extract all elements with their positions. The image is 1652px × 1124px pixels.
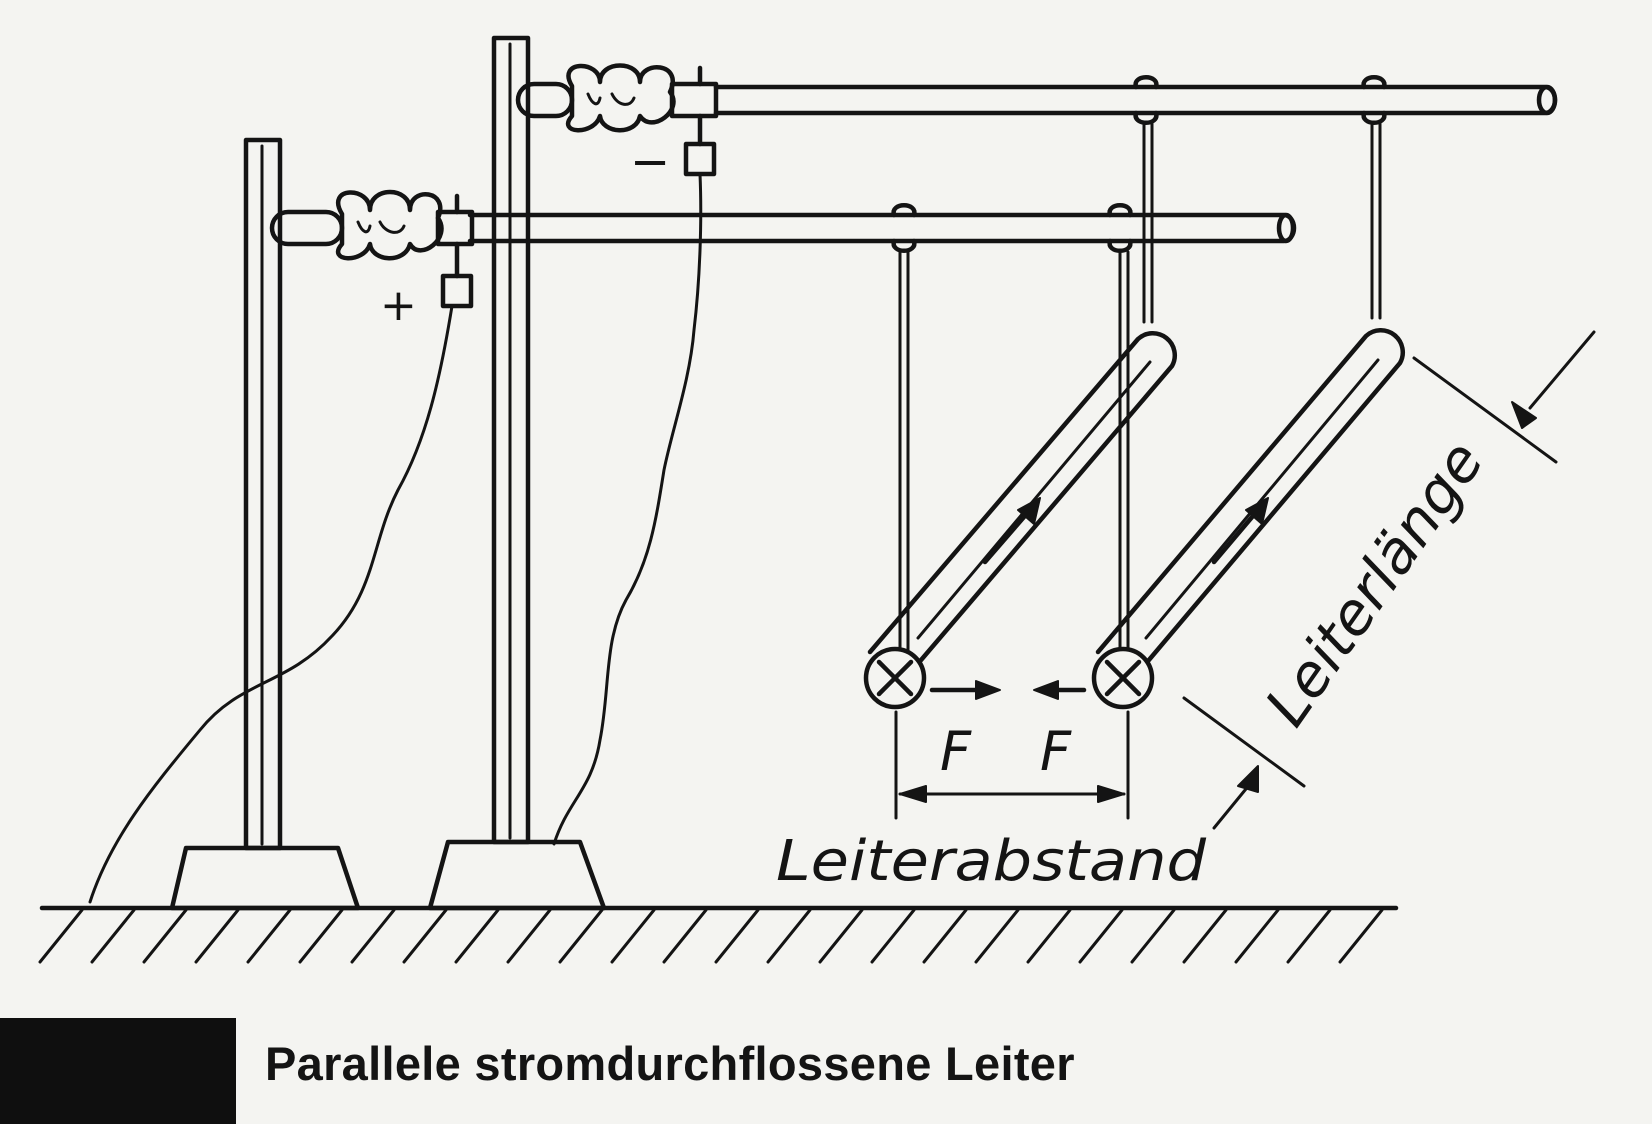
back-rod-body: [713, 84, 1558, 116]
force-arrowhead-right: [975, 680, 1001, 700]
front-rod-loop-1: [891, 203, 917, 253]
plus-supply-wire: [88, 304, 454, 904]
back-rod-end: [1536, 84, 1558, 116]
ground-hatch-line: [1130, 908, 1176, 964]
front-rod: [269, 189, 1297, 309]
labels: + − F F Leiterabstand Leiterlänge: [380, 134, 1497, 894]
ground-hatch-line: [714, 908, 760, 964]
plus-label: +: [380, 280, 417, 331]
plus-terminal-icon: [440, 273, 474, 309]
ground-hatch-line: [1286, 908, 1332, 964]
back-rod-loop-2: [1361, 75, 1387, 125]
ground-hatch-line: [818, 908, 864, 964]
ground-hatch-line: [662, 908, 708, 964]
ground-hatch-line: [610, 908, 656, 964]
ground-hatch-line: [974, 908, 1020, 964]
ground-hatch-line: [1182, 908, 1228, 964]
conductor-right-arrowhead: [1245, 497, 1269, 525]
left-stand: [169, 137, 361, 911]
conductor-left-inner-line: [916, 360, 1152, 640]
ground-hatch-line: [1078, 908, 1124, 964]
figure-caption: Parallele stromdurchflossene Leiter: [265, 1037, 1075, 1090]
ground-hatch-line: [90, 908, 136, 964]
back-rod-loop-1: [1133, 75, 1159, 125]
length-leader-bottom: [1212, 782, 1252, 830]
right-insulator-detail: [586, 92, 636, 106]
ground-hatch-line: [350, 908, 396, 964]
ground: [38, 905, 1399, 964]
length-extension-bottom: [1182, 696, 1306, 788]
ground-hatch-line: [1234, 908, 1280, 964]
force-arrowhead-left: [1033, 680, 1059, 700]
left-stand-pole: [243, 137, 283, 851]
front-rod-end: [1276, 212, 1296, 244]
suspension-wires: [898, 122, 1382, 674]
conductor-length-label: Leiterlänge: [1252, 429, 1497, 738]
conductor-distance-label: Leiterabstand: [776, 829, 1206, 894]
ground-hatch-line: [454, 908, 500, 964]
distance-dimension: [894, 710, 1130, 820]
ground-hatch-line: [38, 908, 84, 964]
conductor-left: [863, 331, 1178, 710]
right-stand: [427, 35, 607, 911]
conductor-right-body: [1095, 328, 1406, 683]
length-extension-top: [1412, 356, 1558, 464]
conductor-left-current-arrow-icon: [982, 507, 1033, 565]
ground-hatch-line: [298, 908, 344, 964]
left-clamp: [269, 209, 345, 247]
left-stand-base: [169, 845, 361, 911]
left-insulator-icon: [335, 189, 444, 261]
ground-hatch-line: [558, 908, 604, 964]
conductor-left-body: [867, 331, 1178, 683]
length-arrowhead-bottom: [1237, 765, 1259, 793]
ground-hatch-line: [506, 908, 552, 964]
force-label-right: F: [1040, 720, 1072, 783]
ground-hatch-line: [402, 908, 448, 964]
minus-label: −: [630, 134, 670, 190]
ground-hatch-line: [142, 908, 188, 964]
front-rod-body: [467, 212, 1297, 244]
ground-hatch-line: [1026, 908, 1072, 964]
right-stand-pole: [491, 35, 531, 845]
ground-hatch-line: [246, 908, 292, 964]
caption-marker-block: [0, 1018, 236, 1124]
conductor-right-current-arrow-icon: [1211, 507, 1261, 565]
minus-terminal-icon: [683, 141, 717, 177]
ground-hatching: [38, 908, 1384, 964]
force-label-left: F: [940, 720, 972, 783]
ground-hatch-line: [870, 908, 916, 964]
rod-loops: [891, 75, 1387, 253]
force-arrows: [929, 680, 1087, 700]
distance-arrowhead-right: [1097, 785, 1125, 803]
ground-hatch-line: [922, 908, 968, 964]
length-arrowhead-top: [1511, 401, 1537, 429]
front-rod-loop-2: [1107, 203, 1133, 253]
conductor-right-inner-line: [1144, 358, 1380, 640]
right-insulator-icon: [565, 63, 676, 133]
right-stand-base: [427, 839, 607, 911]
ground-hatch-line: [766, 908, 812, 964]
length-dimension: [1182, 330, 1596, 830]
ground-hatch-line: [1338, 908, 1384, 964]
minus-supply-wire: [552, 172, 703, 846]
supply-wires: [88, 172, 703, 904]
right-connector: [669, 81, 719, 119]
conductor-right: [1091, 328, 1406, 710]
back-rod: [515, 63, 1558, 177]
distance-arrowhead-left: [899, 785, 927, 803]
left-insulator-detail: [356, 220, 406, 234]
ground-hatch-line: [194, 908, 240, 964]
length-leader-top: [1528, 330, 1596, 410]
conductor-left-arrowhead: [1017, 497, 1041, 525]
